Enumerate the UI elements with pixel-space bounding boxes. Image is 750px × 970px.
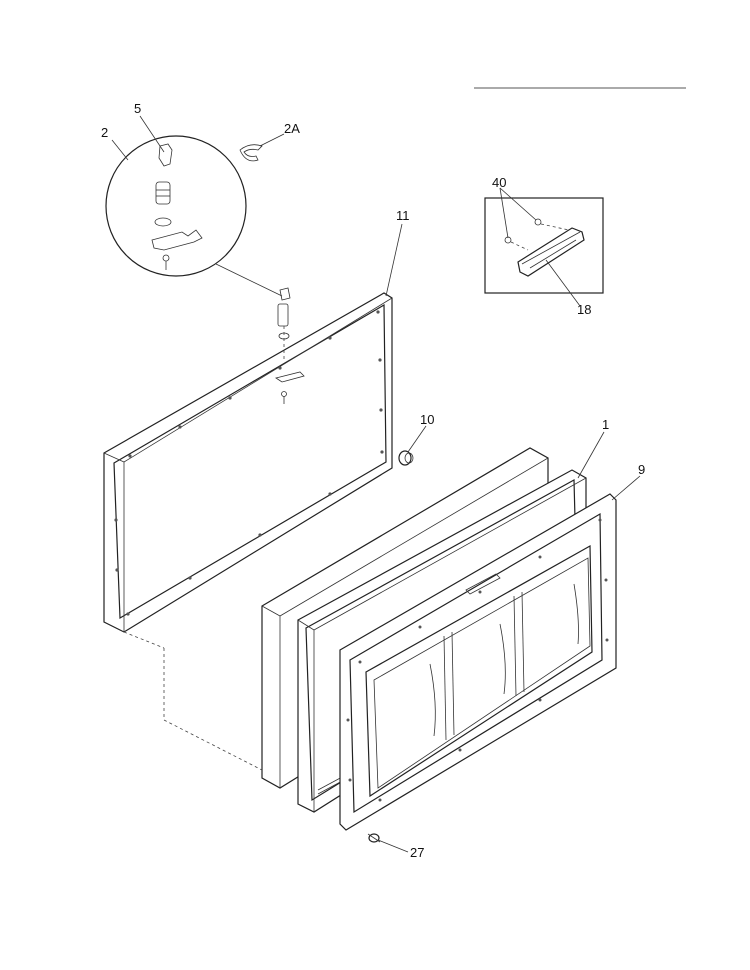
handle-detail-box bbox=[484, 197, 604, 294]
callout-10: 10 bbox=[420, 412, 434, 427]
screw bbox=[367, 833, 381, 843]
door-gasket bbox=[339, 493, 617, 831]
clip-2a bbox=[239, 144, 263, 162]
callout-11: 11 bbox=[396, 208, 410, 223]
callout-27: 27 bbox=[410, 845, 424, 860]
callout-5: 5 bbox=[134, 101, 141, 116]
frame-holes bbox=[114, 310, 384, 616]
lock-assembly bbox=[275, 287, 305, 404]
lock-detail-circle bbox=[105, 135, 247, 277]
callout-2a: 2A bbox=[284, 121, 300, 136]
callout-2: 2 bbox=[101, 125, 108, 140]
leader-lines bbox=[111, 115, 641, 853]
door-frame bbox=[103, 292, 393, 633]
callout-18: 18 bbox=[577, 302, 591, 317]
bumper bbox=[398, 450, 414, 466]
callout-40: 40 bbox=[492, 175, 506, 190]
callout-1: 1 bbox=[602, 417, 609, 432]
callout-9: 9 bbox=[638, 462, 645, 477]
gasket-holes bbox=[346, 518, 609, 802]
